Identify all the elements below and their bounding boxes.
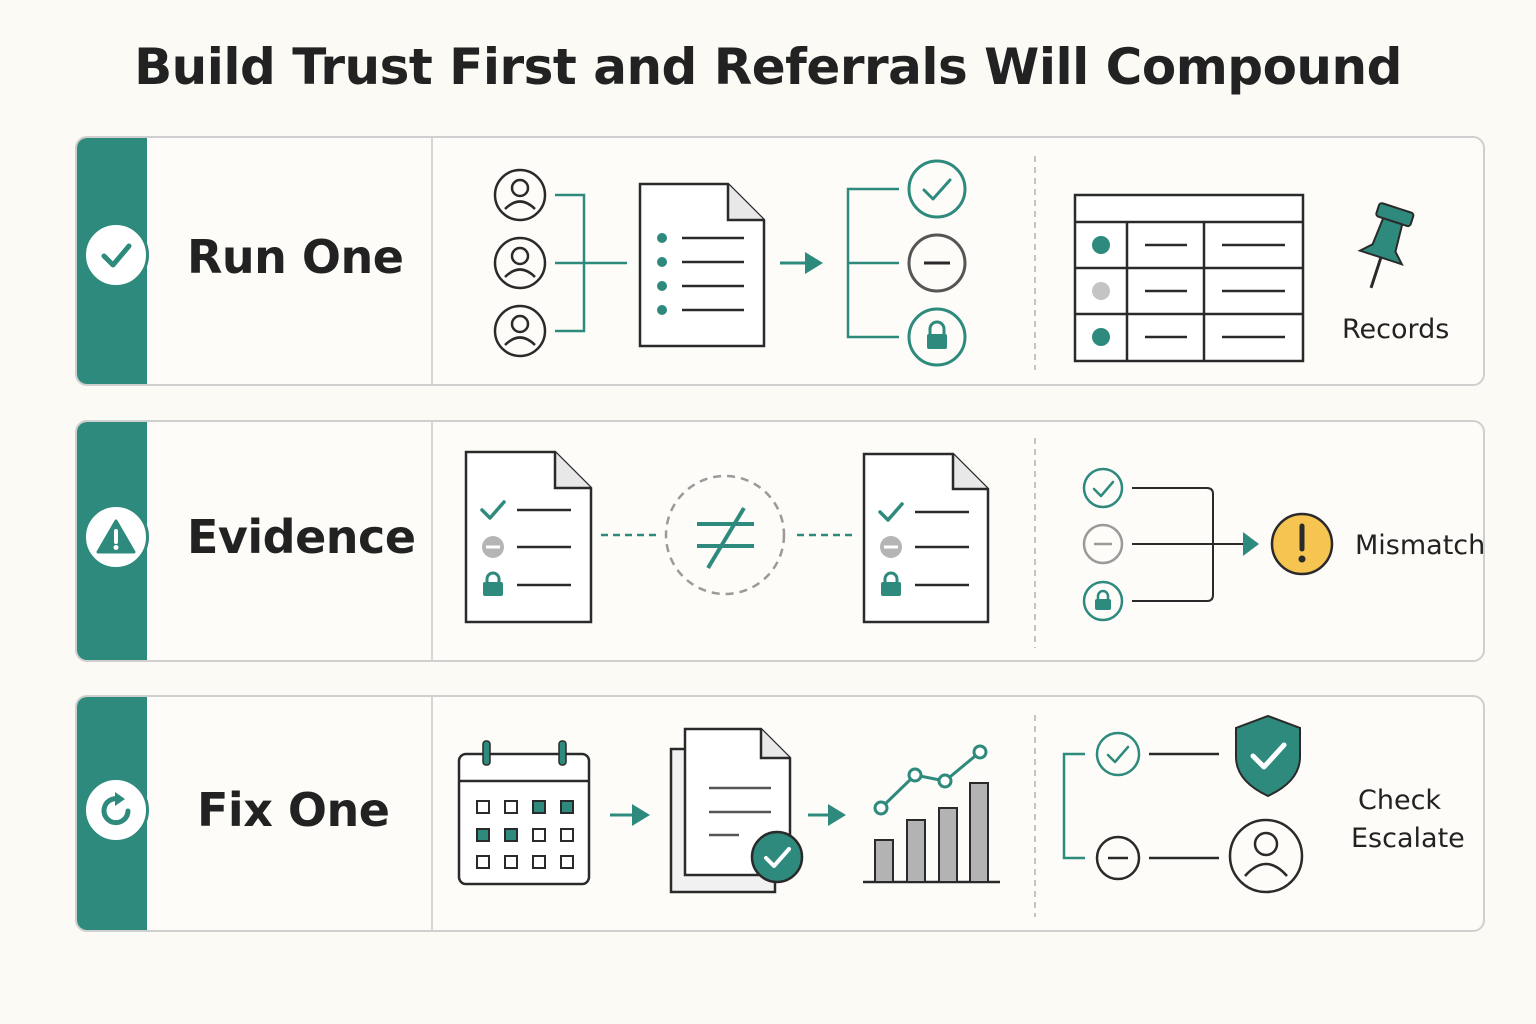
row-label: Run One [187,230,404,284]
lock-circle-icon [907,307,967,367]
user-icon [493,236,547,290]
check-icon [83,222,149,288]
user-icon [493,168,547,222]
page-title: Build Trust First and Referrals Will Com… [134,38,1402,96]
refresh-icon [83,777,149,843]
minus-circle-icon [1082,523,1124,565]
warning-icon [83,504,149,570]
growth-chart-icon [863,744,1000,884]
records-table-icon [1073,193,1305,363]
check-circle-icon [907,159,967,219]
lock-circle-icon [1082,580,1124,622]
mismatch-label: Mismatch [1355,530,1485,561]
connector-bracket [1062,752,1085,860]
connector-bracket [555,193,627,333]
checklist-document-icon [638,182,766,348]
records-label: Records [1342,314,1450,345]
connector-bracket [846,187,899,339]
row-divider [431,697,433,930]
user-icon [493,304,547,358]
row-evidence: Evidence [75,420,1485,662]
check-label: Check [1358,785,1442,816]
row-fix-one: Fix One [75,695,1485,932]
row-label: Evidence [187,510,416,564]
shield-check-icon [1235,714,1301,798]
row-label: Fix One [197,783,390,837]
arrow-icon [610,804,650,826]
calendar-icon [457,740,591,886]
check-circle-icon [1082,467,1124,509]
minus-circle-icon [907,233,967,293]
connector-bracket [1132,487,1243,602]
arrow-icon [780,252,823,274]
pushpin-icon [1357,202,1415,289]
check-circle-icon [1095,731,1141,777]
row-divider [431,138,433,384]
not-equal-icon [664,474,786,596]
user-icon [1228,818,1304,894]
approved-document-icon [669,727,804,894]
row-divider [431,422,433,660]
exclamation-icon [1270,512,1334,576]
arrow-icon [1243,532,1259,556]
arrow-icon [808,804,846,826]
row-run-one: Run One [75,136,1485,386]
checklist-document-icon [862,452,990,624]
minus-circle-icon [1095,835,1141,881]
checklist-document-icon [464,450,593,624]
escalate-label: Escalate [1351,823,1465,854]
